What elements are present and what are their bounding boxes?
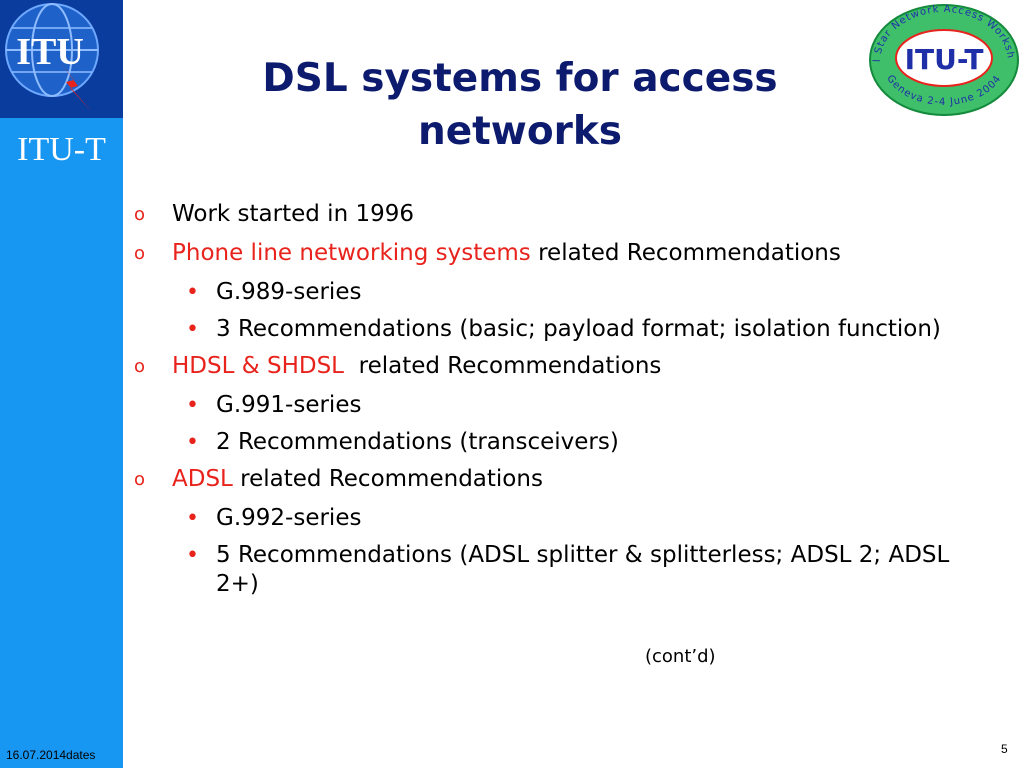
- sub-bullet-marker: •: [186, 280, 199, 305]
- title-line-1: DSL systems for access: [262, 56, 778, 101]
- sub-list-item: • G.989-series: [186, 279, 362, 305]
- sub-list-item: • G.992-series: [186, 505, 362, 531]
- footer-date: 16.07.2014dates: [6, 748, 96, 762]
- sub-bullet-marker: •: [186, 543, 199, 568]
- list-item: o Work started in 1996: [134, 201, 414, 227]
- sub-bullet-marker: •: [186, 430, 199, 455]
- workshop-logo-center: ITU-T: [905, 43, 984, 76]
- svg-text:ITU: ITU: [16, 31, 84, 73]
- globe-icon: ITU: [5, 3, 99, 112]
- bullet-marker: o: [134, 204, 146, 225]
- bullet-marker: o: [134, 356, 146, 377]
- sub-bullet-marker: •: [186, 393, 199, 418]
- sub-list-item: • 2 Recommendations (transceivers): [186, 429, 619, 455]
- workshop-logo: ITU-T All Star Network Access Workshop G…: [866, 2, 1019, 116]
- sub-list-item: • 5 Recommendations (ADSL splitter & spl…: [186, 542, 950, 597]
- page-number: 5: [1001, 742, 1008, 756]
- list-item: o Phone line networking systems related …: [134, 240, 841, 266]
- sub-list-item: • 3 Recommendations (basic; payload form…: [186, 316, 941, 342]
- continued-note: (cont’d): [645, 646, 716, 667]
- sub-list-item: • G.991-series: [186, 392, 362, 418]
- sidebar: ITU ITU-T 16.07.2014dates: [0, 0, 123, 768]
- bullet-marker: o: [134, 469, 146, 490]
- title-line-2: networks: [417, 109, 623, 154]
- sidebar-brand: ITU-T: [17, 131, 106, 168]
- list-item: o HDSL & SHDSL related Recommendations: [134, 353, 662, 379]
- itu-logo: ITU: [0, 0, 123, 118]
- sub-bullet-marker: •: [186, 317, 199, 342]
- list-item: o ADSL related Recommendations: [134, 466, 543, 492]
- bullet-marker: o: [134, 243, 146, 264]
- sub-bullet-marker: •: [186, 506, 199, 531]
- page-title: DSL systems for access networks: [170, 52, 870, 158]
- bullet-list: o Work started in 1996 o Phone line netw…: [134, 200, 994, 607]
